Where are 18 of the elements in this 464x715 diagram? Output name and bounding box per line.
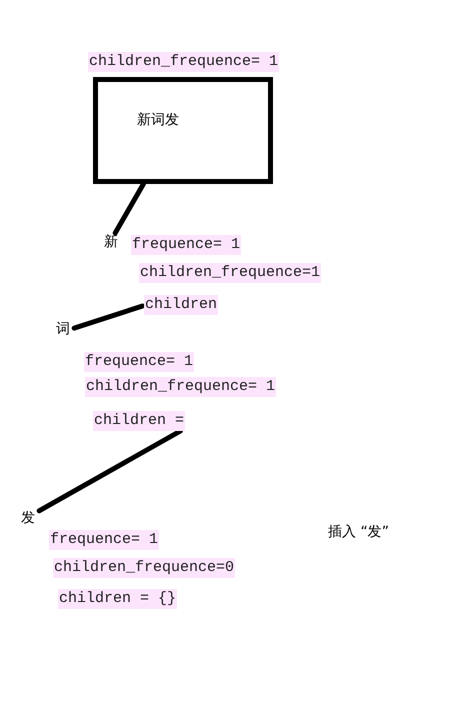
note-text: 插入 “发” [328, 523, 389, 541]
field-text: frequence= 1 [49, 530, 160, 550]
field-text: children = {} [58, 589, 178, 609]
connector-line [72, 304, 146, 331]
character-label: 新 [104, 233, 118, 251]
field-text: children [144, 295, 218, 315]
connector-line [112, 182, 146, 236]
field-text: frequence= 1 [131, 235, 242, 255]
field-text: children = [93, 411, 186, 431]
connector-line [36, 428, 183, 514]
field-text: children_frequence=1 [139, 263, 322, 283]
field-text: frequence= 1 [84, 352, 194, 372]
field-text: children_frequence=0 [53, 558, 236, 578]
node-caption: children_frequence= 1 [88, 52, 280, 72]
field-text: children_frequence= 1 [85, 377, 276, 397]
character-label: 词 [56, 320, 70, 338]
character-label: 发 [21, 509, 35, 527]
node-text: 新词发 [137, 111, 179, 130]
